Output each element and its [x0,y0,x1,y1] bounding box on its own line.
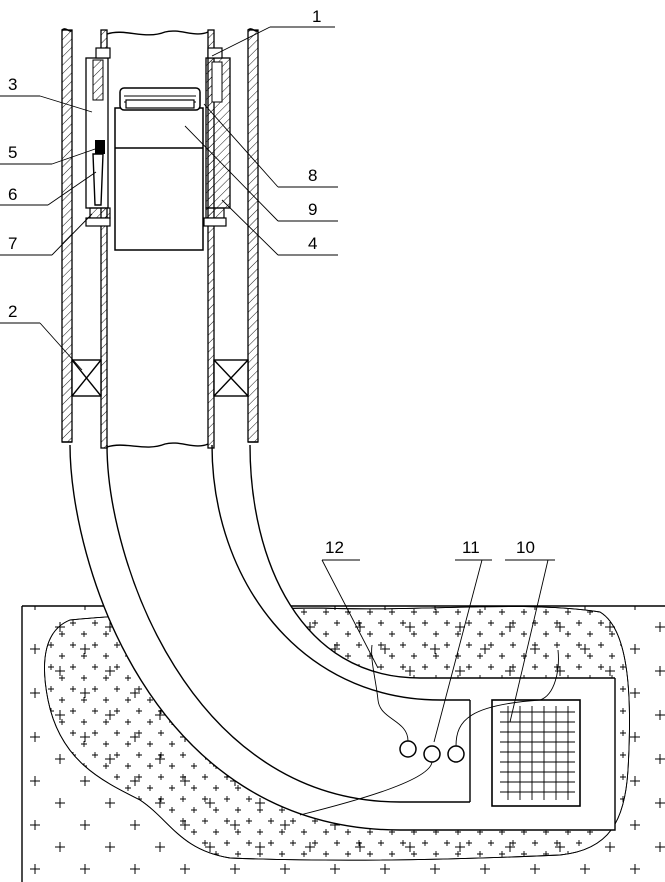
label-1: 1 [312,7,321,26]
sensor-circle [424,746,440,762]
downhole-filter [492,700,580,806]
downhole-valve-assembly [86,48,230,250]
packer-right [214,360,248,396]
label-8: 8 [308,166,317,185]
packer-left [72,360,101,396]
label-11: 11 [462,538,480,557]
sensor-circle [448,746,464,762]
label-5: 5 [8,143,17,162]
label-12: 12 [325,538,344,557]
label-4: 4 [308,234,317,253]
sensor-circle [400,741,416,757]
label-10: 10 [516,538,535,557]
label-2: 2 [8,302,17,321]
label-6: 6 [8,185,17,204]
label-3: 3 [8,75,17,94]
label-7: 7 [8,234,17,253]
label-9: 9 [308,200,317,219]
